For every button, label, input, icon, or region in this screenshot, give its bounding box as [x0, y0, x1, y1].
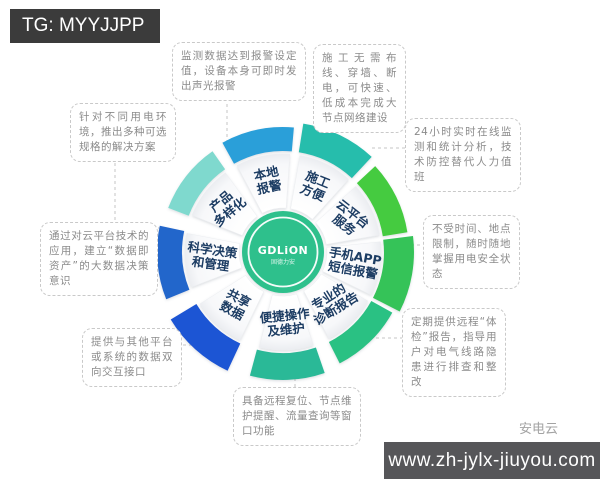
callout-sound-light-alarm: 监测数据达到报警设定值，设备本身可即时发出声光报警 [172, 42, 306, 101]
wheel-segment-label: 本地报警 [252, 163, 283, 197]
callout-big-data-decision: 通过对云平台技术的应用，建立“数据即资产”的大数据决策意识 [40, 222, 158, 296]
wheel-segment [191, 172, 258, 236]
ring-arc [298, 123, 372, 179]
ring-arc [157, 225, 190, 300]
ring-arc [328, 301, 393, 364]
website-url-bar: www.zh-jylx-jiuyou.com [384, 442, 600, 479]
wheel-petals: 本地报警施工方便云平台服务手机APP短信报警专业的诊断报告便捷操作及维护共享数据… [184, 153, 383, 351]
ring-arc [356, 166, 408, 237]
wheel-segment [315, 186, 380, 245]
wheel-segment [303, 273, 369, 339]
callout-data-interface: 提供与其他平台或系统的数据双向交互接口 [82, 328, 182, 387]
logo-chinese-name: 固德力安 [271, 258, 295, 266]
wheel-segment-label: 便捷操作及维护 [259, 305, 312, 339]
callout-anytime-anywhere: 不受时间、地点限制，随时随地掌握用电安全状态 [423, 215, 520, 289]
wheel-segment [199, 274, 265, 341]
wheel-segment [258, 293, 314, 351]
watermark-text: 安电云 [519, 422, 559, 437]
callout-remote-checkup: 定期提供远程“体检”报告，指导用户对电气线路隐患进行排查和整改 [402, 308, 506, 397]
ring-arc [222, 127, 294, 164]
logo-ring [247, 216, 319, 288]
ring-arc [168, 151, 226, 216]
wheel-segment [184, 233, 243, 288]
ring-arc [373, 236, 414, 312]
callout-easy-construction: 施工无需布线、穿墙、断电，可快速、低成本完成大节点网络建设 [313, 44, 406, 133]
wheel-segment-label: 科学决策和管理 [185, 239, 239, 275]
wheel-segment [290, 155, 349, 220]
callout-24h-monitoring: 24小时实时在线监测和统计分析，技术防控替代人力值班 [405, 118, 521, 192]
wheel-segment [236, 153, 291, 214]
callout-remote-functions: 具备远程复位、节点维护提醒、流量查询等窗口功能 [233, 387, 361, 446]
outer-ring-arcs [157, 123, 414, 380]
ring-arc [249, 347, 325, 380]
logo-wordmark: GDLiON [258, 244, 309, 257]
callout-multi-spec-solutions: 针对不同用电环境，推出多种可选规格的解决方案 [70, 103, 176, 162]
ring-arc [170, 304, 241, 371]
telegram-tag-badge: TG: MYYJJPP [10, 9, 161, 43]
wheel-segment [322, 241, 382, 296]
